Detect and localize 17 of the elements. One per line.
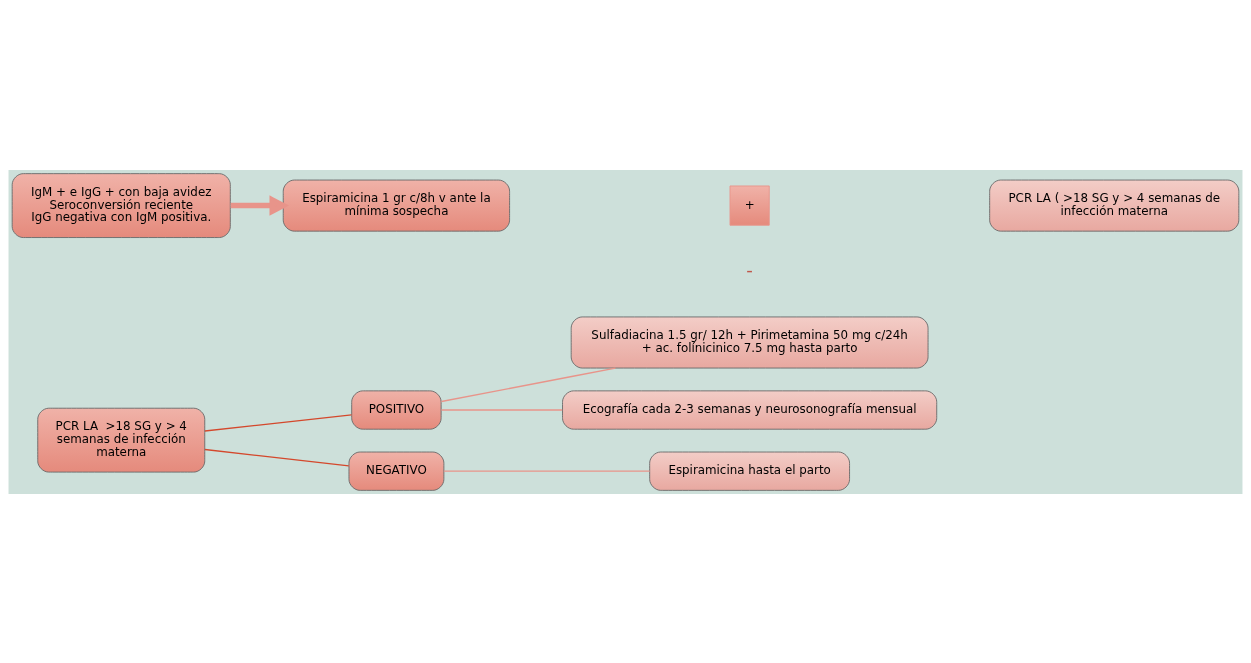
node-box: Sulfadiacina 1.5 gr/ 12h + Pirimetamina 50 mg c/24h + ac. folínicinico 7.5 mg hasta parto — [570, 316, 929, 368]
arrow — [230, 194, 290, 216]
node-box: IgM + e IgG + con baja avidez Seroconversión reciente IgG negativa con IgM positiva. — [11, 172, 231, 238]
connector — [443, 470, 651, 472]
node-box: PCR LA ( >18 SG y > 4 semanas de infección materna — [989, 179, 1240, 232]
node-box: Espiramicina hasta el parto — [649, 451, 850, 491]
connector — [440, 366, 617, 402]
node-box: + — [729, 185, 770, 226]
connector — [204, 413, 353, 432]
node-box: PCR LA >18 SG y > 4 semanas de infección materna — [37, 407, 206, 473]
label: - — [746, 258, 753, 280]
node-box: Espiramicina 1 gr c/8h v ante la mínima sospecha — [282, 179, 511, 232]
connector — [440, 408, 563, 411]
node-box: Ecografía cada 2-3 semanas y neurosonografía mensual — [562, 389, 938, 430]
node-box: NEGATIVO — [348, 451, 445, 491]
node-box: POSITIVO — [351, 389, 442, 430]
connector — [204, 448, 350, 467]
